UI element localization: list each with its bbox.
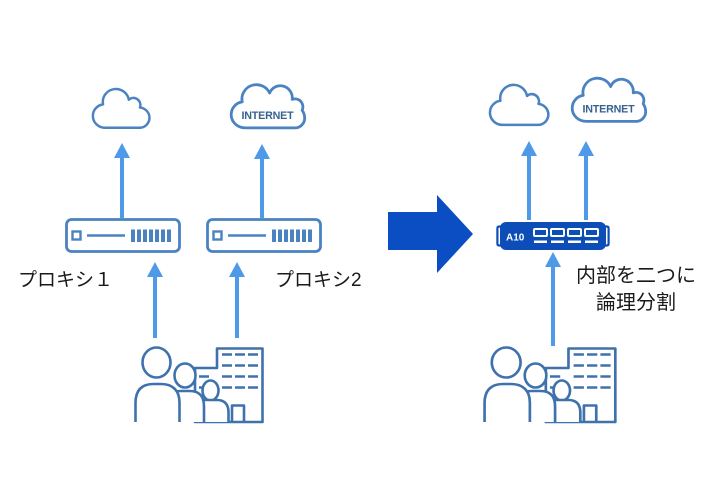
proxy1-device-icon xyxy=(65,218,181,253)
internet-cloud-icon: INTERNET xyxy=(570,76,648,123)
appliance-ports xyxy=(533,228,599,243)
person-small-head xyxy=(552,379,572,402)
internet-cloud-icon: INTERNET xyxy=(229,83,307,130)
internet-cloud-label: INTERNET xyxy=(582,104,635,116)
annotation-line1: 内部を二つに xyxy=(576,265,696,287)
port-icon xyxy=(567,228,582,237)
cloud-icon xyxy=(488,83,550,127)
arrow-users-to-proxy2 xyxy=(229,262,245,338)
port-icon xyxy=(584,228,599,237)
person-large-body xyxy=(483,382,532,422)
arrow-appliance-to-cloud xyxy=(521,141,537,220)
users-building-icon xyxy=(483,346,617,424)
arrow-proxy2-to-internet xyxy=(254,144,270,218)
arrow-appliance-to-internet xyxy=(578,141,594,220)
arrow-proxy1-to-cloud xyxy=(114,143,130,218)
annotation-text: 内部を二つに 論理分割 xyxy=(562,263,710,317)
proxy-vents xyxy=(272,229,312,242)
cloud-outline xyxy=(91,87,151,130)
person-large-body xyxy=(134,382,181,422)
transform-arrow-icon xyxy=(388,195,473,273)
building-door xyxy=(230,404,246,422)
rack-ear-right xyxy=(604,225,610,247)
proxy-led xyxy=(71,230,82,241)
building-door xyxy=(582,404,598,422)
proxy-vents xyxy=(131,229,171,242)
arrow-users-to-proxy1 xyxy=(147,262,163,338)
annotation-line2: 論理分割 xyxy=(596,292,676,314)
cloud-outline xyxy=(570,76,648,123)
person-large-head xyxy=(490,346,522,379)
appliance-brand-text: A10 xyxy=(506,233,525,244)
proxy2-device-icon xyxy=(206,218,322,253)
rack-ear-left xyxy=(496,225,502,247)
person-small-head xyxy=(201,379,220,402)
person-medium-head xyxy=(523,362,548,389)
cloud-outline xyxy=(229,83,307,130)
person-large-head xyxy=(141,346,172,379)
a10-appliance-icon: A10 xyxy=(496,222,610,250)
proxy1-label: プロキシ１ xyxy=(18,270,114,291)
arrow-users-to-appliance xyxy=(545,252,561,346)
person-medium-head xyxy=(173,362,197,389)
right-arrow-shape xyxy=(388,195,473,273)
users-building-icon xyxy=(134,346,264,424)
proxy-led xyxy=(212,230,223,241)
cloud-icon xyxy=(91,87,151,130)
proxy2-label: プロキシ2 xyxy=(275,270,362,291)
port-icon xyxy=(533,228,548,237)
internet-cloud-label: INTERNET xyxy=(241,110,294,122)
port-icon xyxy=(550,228,565,237)
cloud-outline xyxy=(488,83,550,127)
